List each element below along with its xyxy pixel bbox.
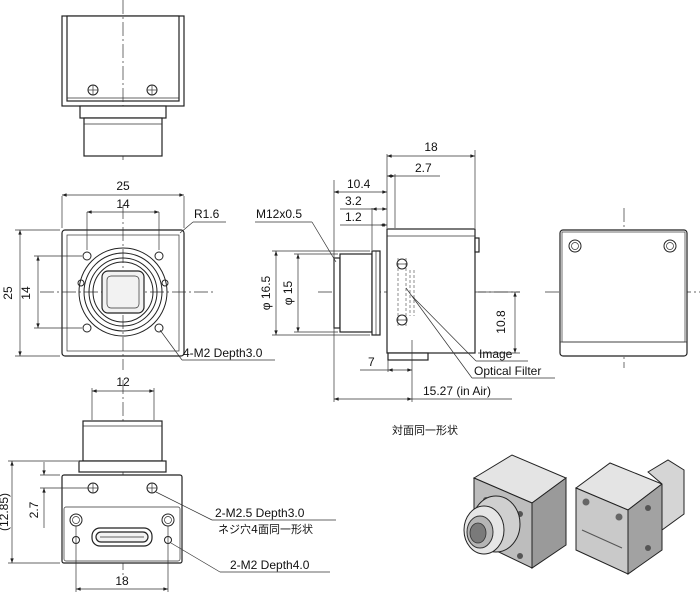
dim-phi-15: φ 15 [281, 280, 295, 305]
label-holes-m2: 2-M2 Depth4.0 [230, 558, 310, 572]
dim-side-7: 7 [368, 355, 375, 369]
dim-flange-distance: 15.27 (in Air) [423, 384, 491, 398]
dim-side-2-7: 2.7 [415, 161, 432, 175]
top-view [61, 0, 185, 160]
dim-front-width: 25 [116, 179, 130, 193]
label-holes-m2-5: 2-M2.5 Depth3.0 [215, 506, 305, 520]
isometric-back-view [574, 459, 685, 575]
dim-side-10-8: 10.8 [494, 310, 508, 334]
note-holes-four-sides: ネジ穴4面同一形状 [218, 522, 313, 536]
dim-front-height: 25 [1, 286, 15, 300]
dim-front-inner: 14 [116, 197, 130, 211]
label-front-holes: 4-M2 Depth3.0 [183, 346, 263, 360]
bottom-view: 12 (12.85) 2.7 18 2-M2.5 Depth3.0 ネジ穴4面同… [0, 375, 336, 592]
isometric-front-view [463, 454, 568, 569]
dim-bottom-12: 12 [116, 375, 130, 389]
dim-bottom-18: 18 [115, 574, 129, 588]
label-radius: R1.6 [194, 207, 220, 221]
label-thread: M12x0.5 [256, 207, 302, 221]
dim-bottom-2-7: 2.7 [27, 501, 41, 518]
note-opposite-side: 対面同一形状 [392, 423, 458, 437]
side-view: 18 2.7 10.4 3.2 1.2 M12x0.5 φ 16.5 φ 15 … [255, 140, 555, 437]
front-view: 25 14 25 14 R1.6 4-M2 Depth3.0 [1, 179, 275, 370]
dim-phi-16-5: φ 16.5 [259, 275, 273, 310]
dim-bottom-12-85: (12.85) [0, 493, 11, 531]
dim-side-3-2: 3.2 [345, 194, 362, 208]
dim-front-inner-v: 14 [19, 286, 33, 300]
label-image: Image [479, 347, 513, 361]
dim-side-1-2: 1.2 [345, 210, 362, 224]
dim-side-10-4: 10.4 [347, 177, 371, 191]
back-view [545, 208, 700, 368]
label-optical-filter: Optical Filter [474, 364, 541, 378]
dim-side-total: 18 [424, 140, 438, 154]
